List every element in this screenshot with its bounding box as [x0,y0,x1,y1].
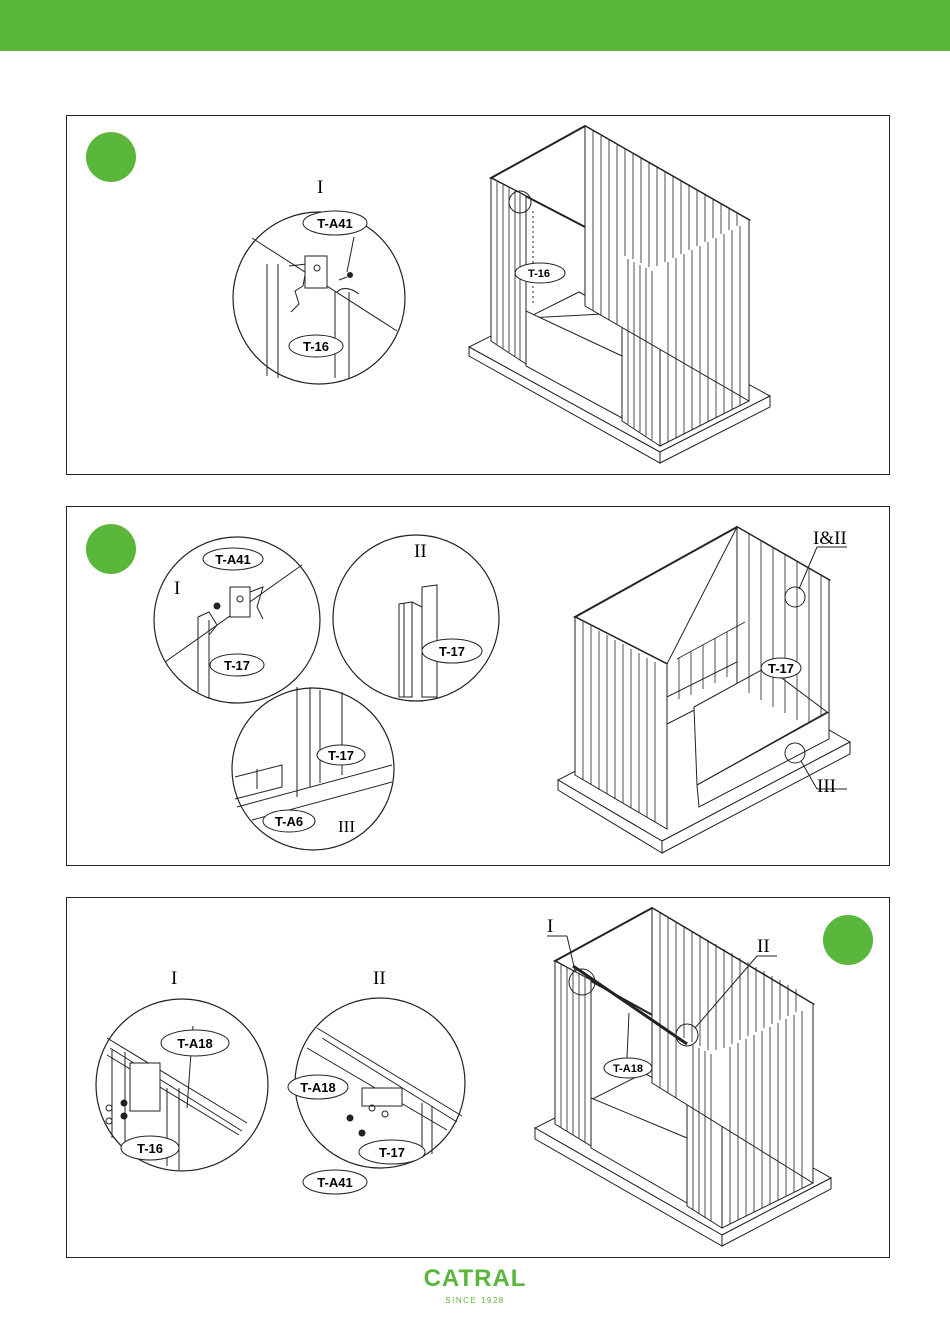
step-panel-1: I T-A41 T-16 [66,115,890,475]
callout-t-16-main: T-16 [528,268,550,280]
callout-t-17-p3: T-17 [379,1145,405,1160]
step-marker-1 [86,132,136,182]
callout-t-a18-d2: T-A18 [300,1080,335,1095]
main-label-i-ii: I&II [813,528,847,549]
callout-t-a18-main: T-A18 [613,1063,643,1075]
callout-t-16-p3: T-16 [137,1141,163,1156]
step-panel-2: I T-A41 T-17 II T-17 T-17 T-A6 [66,506,890,866]
callout-t-16-detail: T-16 [303,339,329,354]
callout-t-17-d2: T-17 [439,644,465,659]
detail-label-1: I [317,177,323,198]
callout-t-a18-d1: T-A18 [177,1036,212,1051]
main-label-3-i: I [547,916,553,937]
callout-t-a41-p3: T-A41 [317,1175,352,1190]
callout-t-a41-p2: T-A41 [215,552,250,567]
callout-t-17-d3: T-17 [328,748,354,763]
detail-label-2-iii: III [338,817,355,836]
brand-logo-name: CATRAL [0,1265,950,1293]
detail-label-2-ii: II [414,541,427,562]
shed-drawing-2 [558,527,850,853]
detail-label-2-i: I [174,578,180,599]
callout-t-17-d1: T-17 [224,658,250,673]
shed-drawing-1 [469,126,770,463]
main-label-3-ii: II [757,936,770,957]
callout-t-a41: T-A41 [317,216,352,231]
detail-label-3-i: I [171,968,177,989]
step-panel-3: I II T-A18 T-16 T- [66,897,890,1258]
detail-label-3-ii: II [373,968,386,989]
shed-drawing-3 [535,908,831,1246]
detail-view-1 [233,212,405,384]
step-marker-2 [86,524,136,574]
main-label-iii: III [817,776,836,797]
callout-t-a6: T-A6 [275,814,303,829]
callout-t-17-main: T-17 [768,661,794,676]
step-marker-3 [823,915,873,965]
brand-tagline: SINCE 1928 [0,1296,950,1305]
top-color-bar [0,0,950,51]
